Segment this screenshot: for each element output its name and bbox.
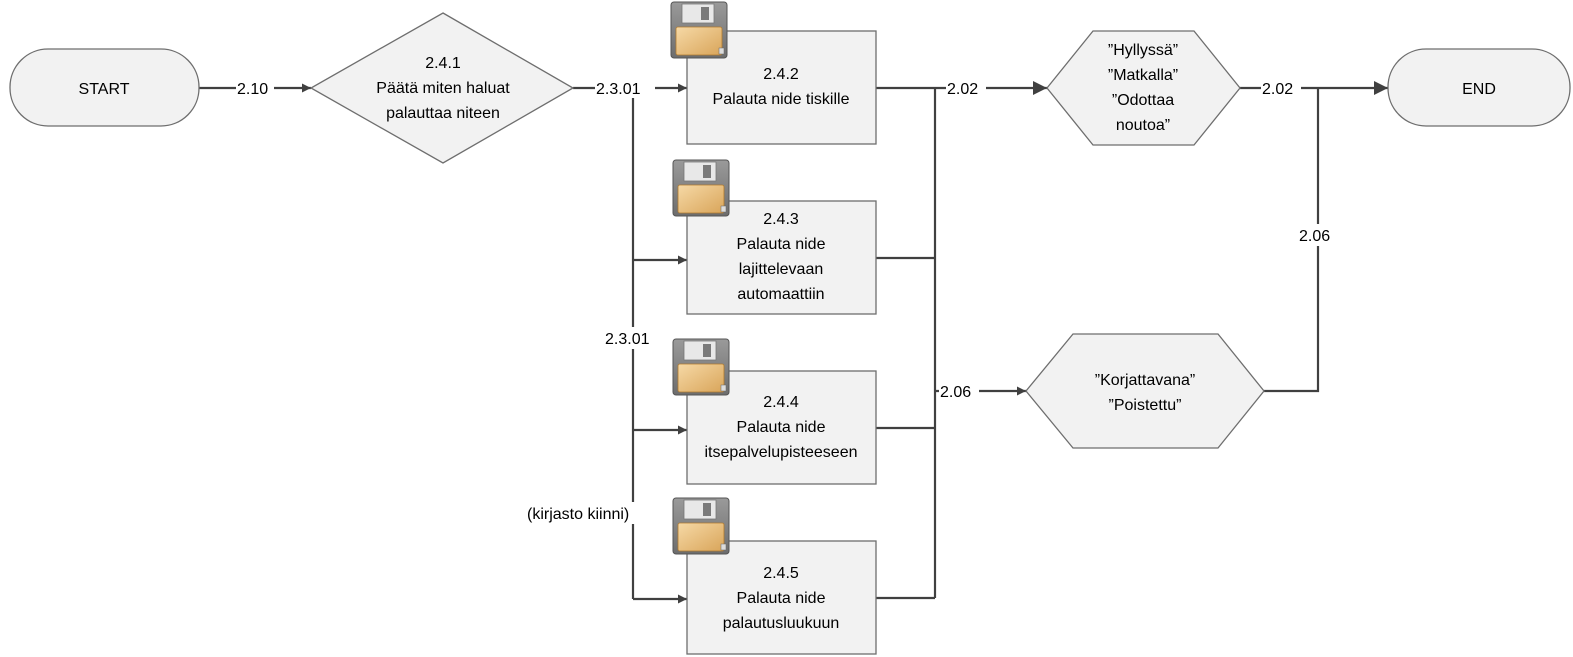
edge-label-merge-state2: 2.06 — [940, 384, 971, 401]
process-2-4-3-line-2: Palauta nide — [737, 236, 826, 253]
process-2-4-5-line-2: Palauta nide — [737, 590, 826, 607]
state-hexagon-1 — [1046, 30, 1241, 146]
process-2-4-3-line-3: lajittelevaan — [739, 261, 824, 278]
process-2-4-3-line-1: 2.4.3 — [763, 211, 799, 228]
state-2-line-2: ”Poistettu” — [1109, 397, 1182, 414]
floppy-disk-icon — [672, 159, 730, 217]
process-2-4-5-line-1: 2.4.5 — [763, 565, 799, 582]
edge-label-start-decision: 2.10 — [237, 81, 268, 98]
state-hexagon-2 — [1025, 333, 1265, 449]
connector-state2-end — [1264, 88, 1320, 393]
decision-line-2: Päätä miten haluat — [376, 80, 510, 97]
process-2-4-3-line-4: automaattiin — [737, 286, 824, 303]
decision-diamond — [309, 12, 575, 164]
start-terminator — [9, 48, 200, 127]
edge-label-merge-state1: 2.02 — [947, 81, 978, 98]
process-2-4-4-line-2: Palauta nide — [737, 419, 826, 436]
edge-label-state1-end: 2.02 — [1262, 81, 1293, 98]
end-terminator — [1387, 48, 1571, 127]
edge-label-library-closed: (kirjasto kiinni) — [527, 506, 629, 523]
process-2-4-4-line-1: 2.4.4 — [763, 394, 799, 411]
end-label: END — [1462, 81, 1496, 98]
edge-label-state2-end: 2.06 — [1299, 228, 1330, 245]
state-2-line-1: ”Korjattavana” — [1095, 372, 1196, 389]
state-1-line-1: ”Hyllyssä” — [1108, 42, 1178, 59]
floppy-disk-icon — [670, 1, 728, 59]
process-2-4-5 — [686, 540, 877, 655]
process-2-4-2-line-1: 2.4.2 — [763, 66, 799, 83]
process-2-4-2-line-2: Palauta nide tiskille — [713, 91, 850, 108]
state-1-line-4: noutoa” — [1116, 117, 1170, 134]
process-2-4-3 — [686, 200, 877, 315]
process-2-4-4-line-3: itsepalvelupisteeseen — [705, 444, 858, 461]
edge-label-decision-top: 2.3.01 — [596, 81, 641, 98]
state-1-line-3: ”Odottaa — [1112, 92, 1174, 109]
floppy-disk-icon — [672, 497, 730, 555]
decision-line-1: 2.4.1 — [425, 55, 461, 72]
edge-label-decision-mid: 2.3.01 — [605, 331, 650, 348]
floppy-disk-icon — [672, 338, 730, 396]
state-1-line-2: ”Matkalla” — [1108, 67, 1178, 84]
process-2-4-5-line-3: palautusluukuun — [723, 615, 840, 632]
start-label: START — [79, 81, 130, 98]
decision-line-3: palauttaa niteen — [386, 105, 500, 122]
